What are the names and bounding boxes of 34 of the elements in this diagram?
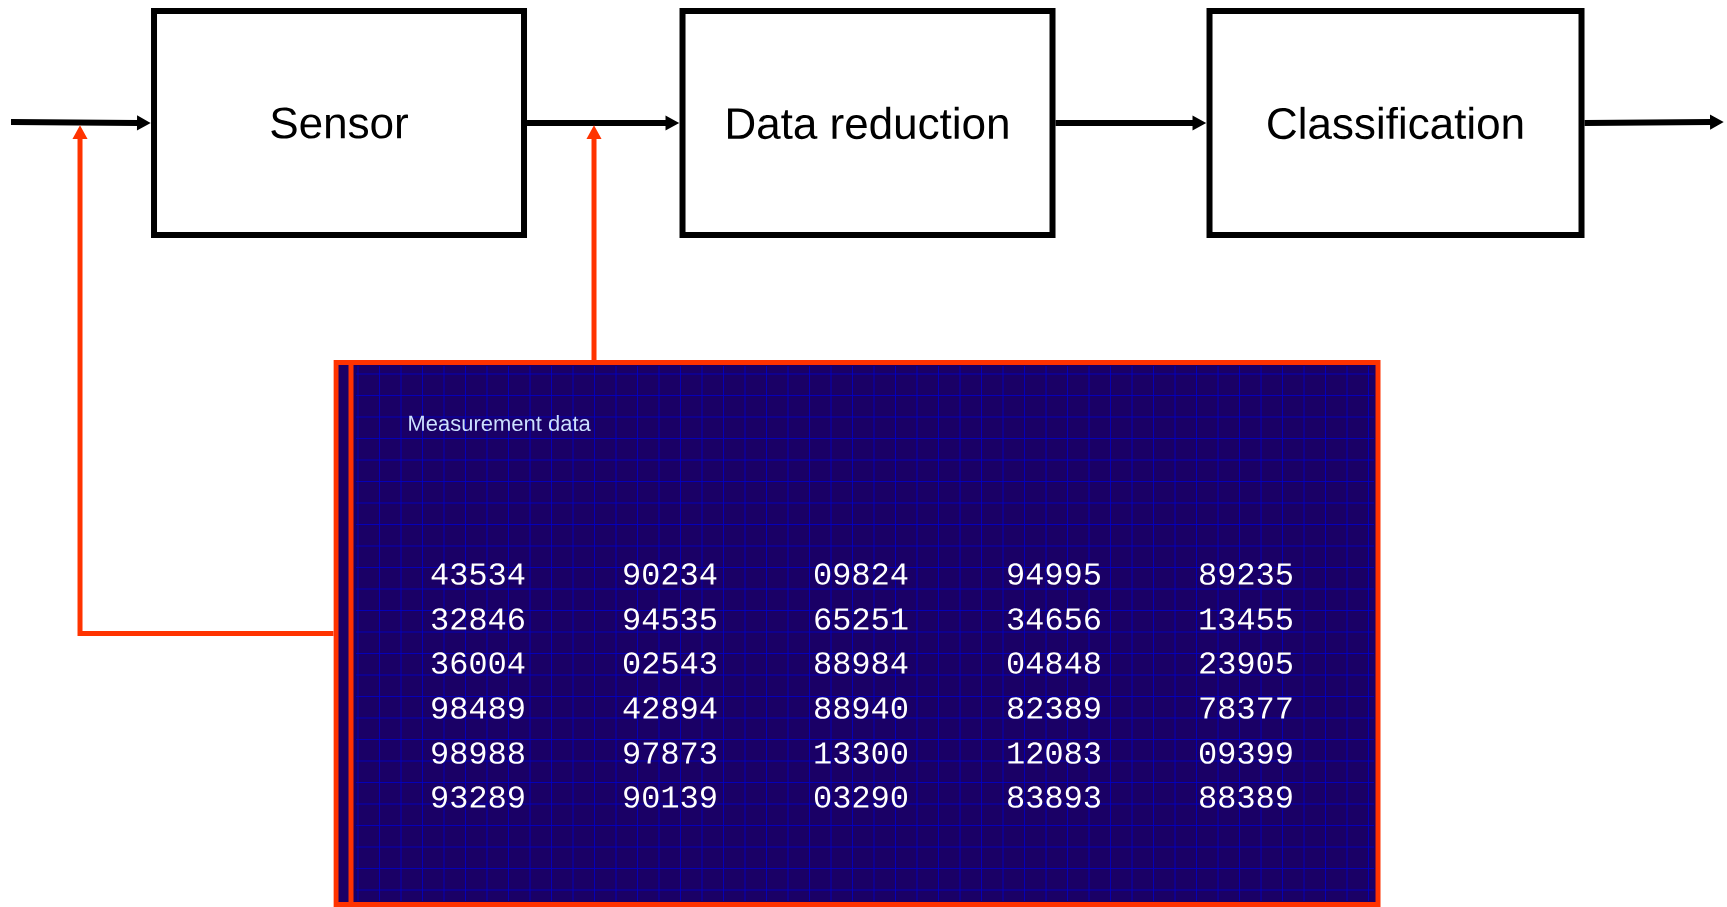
data-value: 02543 — [623, 652, 716, 674]
data-value: 90139 — [624, 786, 716, 808]
data-value: 97873 — [624, 742, 716, 764]
data-value: 09824 — [814, 563, 908, 585]
process-box: Sensor — [151, 8, 527, 238]
data-value: 82389 — [1008, 697, 1100, 719]
data-value: 42894 — [623, 697, 717, 719]
data-value: 04848 — [1007, 652, 1100, 674]
data-value: 89235 — [1200, 563, 1292, 585]
data-value: 09399 — [1199, 742, 1292, 764]
data-value: 43534 — [431, 563, 525, 585]
process-box: Classification — [1206, 8, 1585, 238]
data-value: 78377 — [1200, 697, 1292, 719]
data-value: 93289 — [432, 786, 524, 808]
data-value: 94995 — [1008, 563, 1100, 585]
data-value: 88389 — [1200, 786, 1292, 808]
data-value: 90234 — [624, 563, 717, 585]
data-value: 32846 — [432, 608, 524, 630]
data-value: 94535 — [624, 608, 716, 630]
data-value: 98489 — [432, 697, 524, 719]
panel-title: Measurement data — [409, 414, 591, 432]
data-value: 83893 — [1008, 786, 1100, 808]
data-value: 12083 — [1008, 742, 1100, 764]
data-value: 36004 — [432, 652, 525, 674]
data-value: 13455 — [1200, 608, 1292, 630]
data-value: 65251 — [815, 608, 908, 630]
process-box: Data reduction — [679, 8, 1056, 238]
data-value: 13300 — [815, 742, 908, 764]
data-value: 88984 — [815, 652, 908, 674]
data-value: 98988 — [432, 742, 524, 764]
data-value: 03290 — [814, 786, 908, 808]
data-value: 88940 — [815, 697, 908, 719]
data-value: 23905 — [1200, 652, 1292, 674]
data-value: 34656 — [1008, 608, 1100, 630]
